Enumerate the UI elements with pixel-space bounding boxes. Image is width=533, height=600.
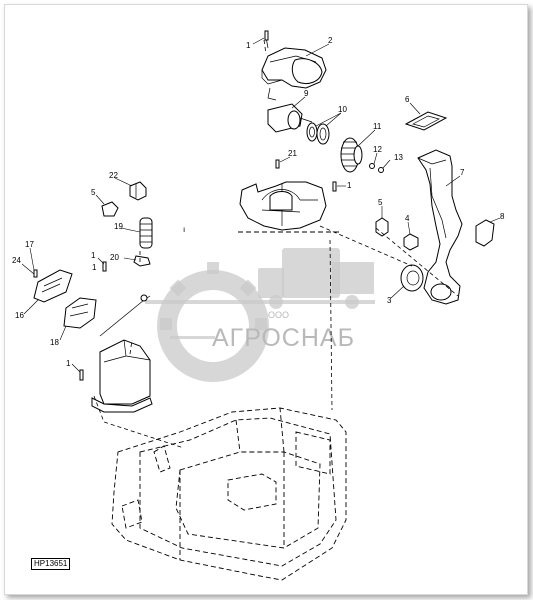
callout-13: 13	[394, 153, 403, 162]
guide-line-2	[93, 395, 185, 449]
callout-8: 8	[500, 212, 505, 221]
callout-5-right: 5	[378, 198, 383, 207]
watermark-ooo: ООО	[268, 310, 289, 320]
watermark-gear-icon	[157, 262, 270, 382]
callout-12: 12	[373, 145, 382, 154]
callout-1-case: 1	[347, 181, 352, 190]
guide-line-4	[375, 227, 459, 297]
callout-22: 22	[109, 171, 118, 180]
callout-2: 2	[328, 36, 333, 45]
callout-11: 11	[373, 122, 382, 131]
fan-wheel-part	[340, 137, 363, 173]
air-duct-part	[417, 149, 463, 305]
callout-7: 7	[460, 168, 465, 177]
callout-21: 21	[288, 149, 297, 158]
callout-17: 17	[25, 240, 34, 249]
callout-19: 19	[114, 222, 123, 231]
callout-5-left: 5	[91, 188, 96, 197]
callout-20: 20	[110, 253, 119, 262]
cab-floor-frame	[111, 407, 347, 581]
screw-21	[275, 159, 280, 169]
nut-part	[369, 163, 384, 173]
lower-duct-shroud-part	[91, 339, 153, 413]
blower-housing-part	[261, 47, 327, 89]
seal-ring-3	[400, 264, 424, 292]
callout-24: 24	[12, 256, 21, 265]
heater-case-upper-part	[239, 181, 327, 231]
callout-1-top: 1	[246, 41, 251, 50]
callout-6: 6	[405, 95, 410, 104]
clip-22	[129, 181, 147, 201]
gasket-part	[404, 111, 448, 131]
screw-1-top	[264, 30, 269, 49]
callout-labels: 1 2 9 10 11 21 12 13 1 6 7 5 22 1 19 5 4…	[12, 36, 505, 368]
guide-line-1	[329, 239, 333, 411]
callout-9: 9	[304, 89, 309, 98]
foam-pad-part	[475, 219, 495, 247]
plug-5-left	[101, 201, 119, 217]
clip-20	[133, 255, 151, 267]
actuator-18	[63, 297, 97, 329]
callout-4: 4	[405, 214, 410, 223]
grommet-4	[403, 233, 419, 251]
blower-motor-part	[267, 103, 313, 133]
figure-id-label: HP13651	[31, 558, 71, 570]
screw-1-left-a	[102, 261, 107, 272]
guide-line-6	[263, 39, 267, 55]
callout-10: 10	[338, 105, 347, 114]
seal-rings-part	[306, 122, 330, 145]
watermark-agrosnab: АГРОСНАБ	[212, 324, 355, 352]
screw-24	[33, 269, 38, 278]
guide-line-5	[129, 248, 141, 355]
callout-16: 16	[15, 311, 24, 320]
screw-1-case	[332, 181, 337, 192]
screw-1-left-b	[79, 369, 84, 381]
bracket-part	[267, 87, 277, 101]
callout-1-left-a: 1	[91, 251, 96, 260]
spring-19	[139, 217, 153, 249]
control-panel-16	[33, 269, 73, 303]
leader-lines	[21, 37, 501, 373]
callout-3: 3	[387, 296, 392, 305]
control-rod	[99, 295, 151, 337]
callout-18: 18	[50, 338, 59, 347]
callout-1-bottom: 1	[66, 359, 71, 368]
stray-mark: ı	[183, 225, 185, 234]
rod-end	[140, 294, 148, 302]
guide-line-3	[319, 225, 413, 267]
callout-1-left-b: 1	[92, 263, 97, 272]
watermark-truck-icon	[258, 248, 374, 309]
agrosnab-watermark: ООО АГРОСНАБ	[145, 248, 375, 382]
